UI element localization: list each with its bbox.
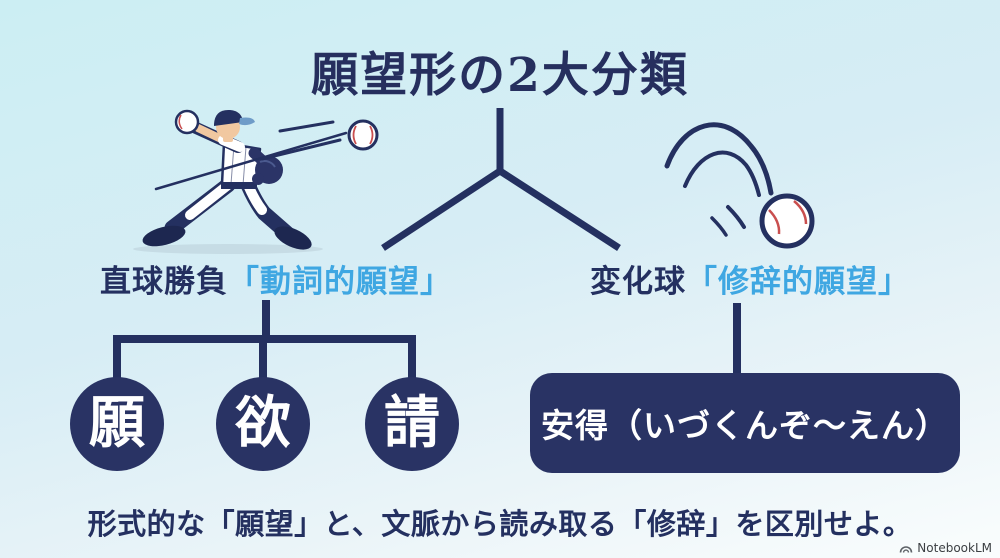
kanji-node-yoku: 欲 — [216, 377, 310, 471]
watermark-label: NotebookLM — [917, 541, 992, 555]
right-branch-label: 変化球「修辞的願望」 — [590, 256, 910, 301]
baseball-pitcher-icon — [133, 109, 379, 254]
antoku-box: 安得（いづくんぞ〜えん） — [530, 373, 960, 473]
footer-message: 形式的な「願望」と、文脈から読み取る「修辞」を区別せよ。 — [87, 507, 913, 541]
right-branch-prefix: 変化球 — [590, 264, 686, 300]
curveball-icon — [664, 122, 815, 249]
kanji-node-gan: 願 — [70, 377, 164, 471]
left-branch-highlight: 「動詞的願望」 — [228, 264, 452, 300]
notebooklm-logo-icon — [899, 546, 913, 553]
left-branch-label: 直球勝負「動詞的願望」 — [100, 256, 452, 301]
left-branch-prefix: 直球勝負 — [100, 264, 228, 300]
watermark: NotebookLM — [899, 541, 992, 555]
page-title: 願望形の2大分類 — [311, 48, 689, 103]
right-branch-highlight: 「修辞的願望」 — [686, 264, 910, 300]
kanji-node-sei: 請 — [365, 377, 459, 471]
